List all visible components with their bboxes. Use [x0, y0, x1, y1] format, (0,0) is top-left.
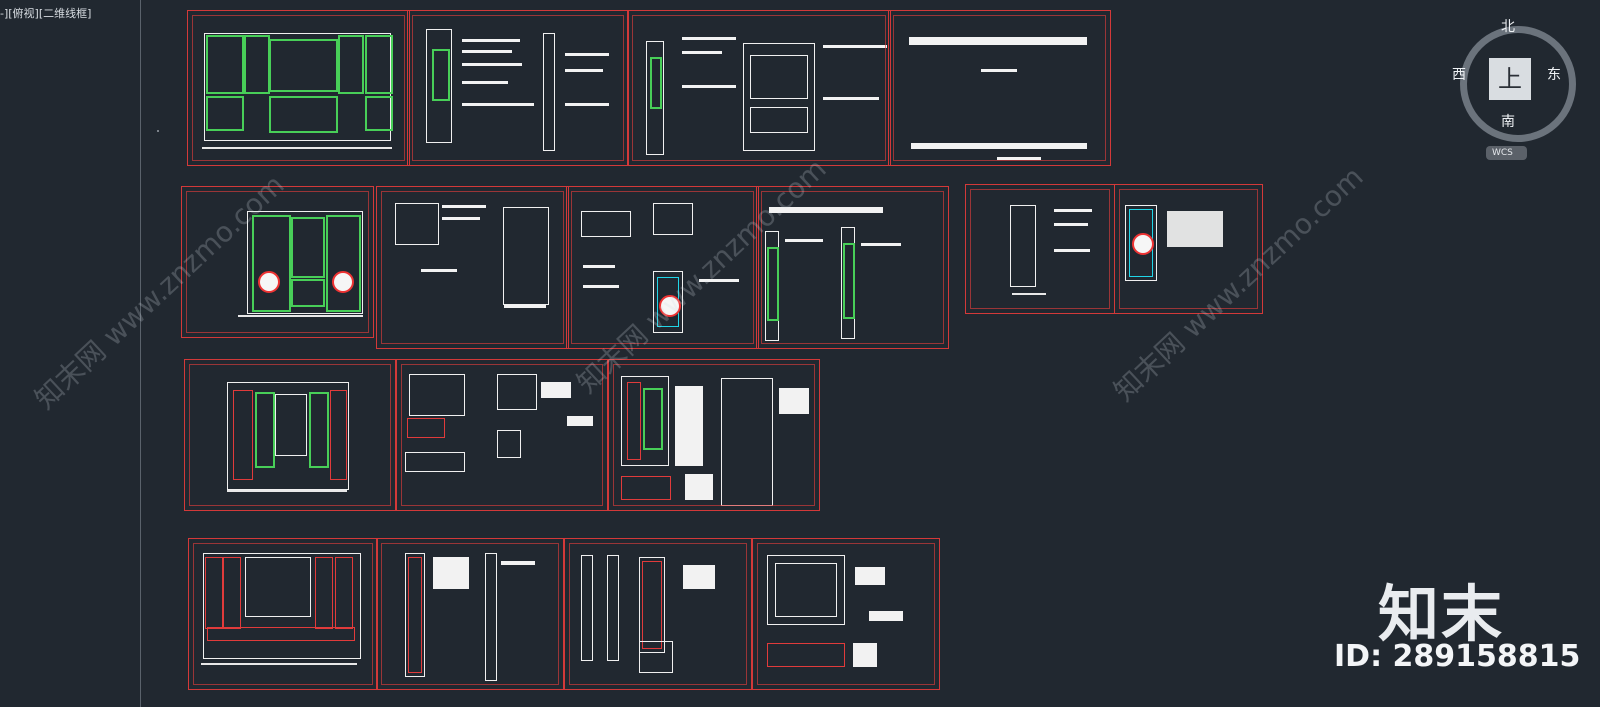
id-watermark: ID: 289158815: [1334, 639, 1581, 674]
drawing-sheet[interactable]: [1114, 184, 1263, 314]
drawing-sheet[interactable]: [184, 359, 396, 511]
drawing-sheet[interactable]: [888, 10, 1111, 166]
west-label[interactable]: 西: [1452, 67, 1466, 83]
north-label[interactable]: 北: [1501, 19, 1515, 35]
drawing-sheet[interactable]: [187, 10, 410, 166]
drawing-sheet[interactable]: [965, 184, 1115, 314]
east-label[interactable]: 东: [1547, 67, 1561, 83]
view-cube[interactable]: 北 西 东 南 上: [1452, 18, 1582, 148]
top-view-face[interactable]: 上: [1489, 58, 1531, 100]
drawing-sheet[interactable]: [627, 10, 891, 166]
cad-drawing-area[interactable]: [141, 0, 1600, 707]
viewport-label[interactable]: -][俯视][二维线框]: [0, 7, 92, 20]
brand-watermark: 知末: [1378, 579, 1505, 650]
drawing-sheet[interactable]: [188, 538, 378, 690]
left-panel: -][俯视][二维线框]: [0, 0, 141, 707]
south-label[interactable]: 南: [1501, 114, 1515, 130]
drawing-sheet[interactable]: [566, 186, 759, 349]
drawing-sheet[interactable]: [376, 538, 564, 690]
drawing-sheet[interactable]: [407, 10, 629, 166]
drawing-sheet[interactable]: [756, 186, 949, 349]
compass-ring[interactable]: [1460, 26, 1576, 142]
drawing-sheet[interactable]: [564, 538, 752, 690]
drawing-sheet[interactable]: [608, 359, 820, 511]
drawing-sheet[interactable]: [752, 538, 940, 690]
origin-mark: [157, 130, 159, 132]
drawing-sheet[interactable]: [181, 186, 374, 338]
drawing-sheet[interactable]: [396, 359, 608, 511]
drawing-sheet[interactable]: [376, 186, 569, 349]
wcs-button[interactable]: WCS: [1486, 146, 1527, 160]
